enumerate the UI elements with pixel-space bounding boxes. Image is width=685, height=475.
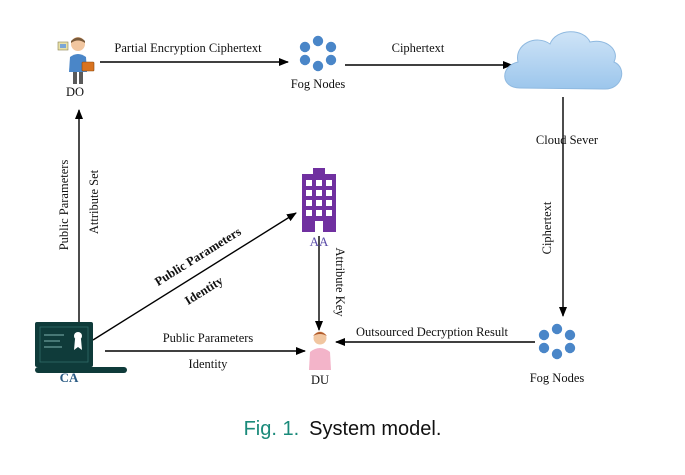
label-identity-diagonal: Identity: [182, 273, 226, 308]
label-ciphertext-top: Ciphertext: [392, 41, 445, 55]
label-attribute-set: Attribute Set: [87, 169, 101, 234]
label-identity-horizontal: Identity: [189, 357, 229, 371]
label-public-parameters-horizontal: Public Parameters: [163, 331, 254, 345]
ca-label: CA: [60, 370, 79, 385]
cloud-server-label: Cloud Sever: [536, 133, 599, 147]
figure-title: System model.: [309, 418, 442, 440]
fog-nodes-top-label: Fog Nodes: [291, 77, 346, 91]
label-attribute-key: Attribute Key: [333, 247, 347, 317]
edge-ca-to-aa: [92, 212, 297, 341]
fog-nodes-top-icon: [299, 35, 337, 72]
figure-number: Fig. 1.: [243, 418, 300, 440]
fog-nodes-bottom-label: Fog Nodes: [530, 371, 585, 385]
aa-label: AA: [310, 234, 329, 249]
label-ciphertext-right: Ciphertext: [540, 201, 554, 254]
label-public-parameters-diagonal: Public Parameters: [152, 224, 243, 288]
label-partial-encryption-ciphertext: Partial Encryption Ciphertext: [114, 41, 262, 55]
do-label: DO: [66, 85, 84, 99]
figure-caption: Fig. 1. System model.: [0, 418, 685, 441]
data-owner-icon: [57, 37, 95, 84]
certificate-authority-icon: [35, 322, 127, 373]
fog-nodes-bottom-icon: [538, 323, 576, 360]
data-user-icon: [309, 331, 331, 370]
attribute-authority-icon: [302, 168, 336, 232]
cloud-server-icon: [504, 31, 623, 90]
label-public-parameters-vertical: Public Parameters: [57, 160, 71, 251]
label-outsourced-decryption-result: Outsourced Decryption Result: [356, 325, 509, 339]
du-label: DU: [311, 373, 329, 387]
